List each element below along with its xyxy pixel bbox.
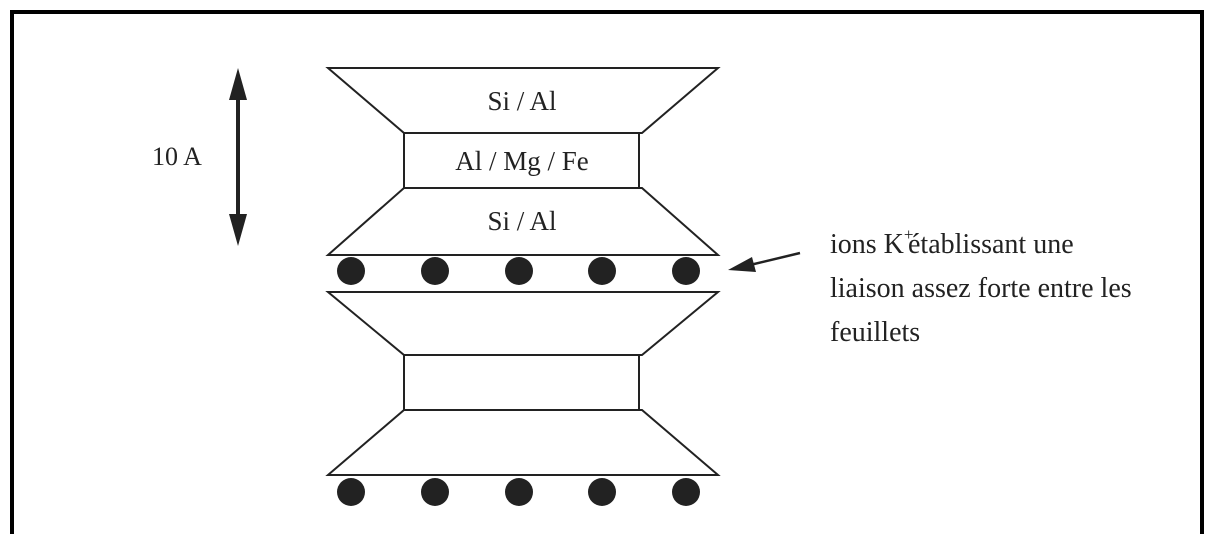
ions-prefix: ions K — [830, 229, 904, 260]
top-tetrahedral-sheet — [325, 67, 721, 134]
ions-annotation-line3: feuillets — [830, 317, 920, 348]
potassium-ion — [337, 478, 365, 506]
potassium-ion — [672, 478, 700, 506]
spacing-double-arrow-icon — [229, 68, 247, 246]
bottom-tetrahedral-sheet — [325, 409, 721, 476]
ions-annotation-line1: ions K+établissant une — [830, 225, 1074, 260]
spacing-label: 10 A — [152, 142, 202, 171]
potassium-ion — [672, 257, 700, 285]
potassium-ion — [588, 478, 616, 506]
top-tetrahedral-label: Si / Al — [487, 86, 556, 116]
figure-frame — [10, 10, 1204, 534]
potassium-ion — [505, 257, 533, 285]
potassium-ion — [505, 478, 533, 506]
potassium-ion — [421, 257, 449, 285]
octahedral-label: Al / Mg / Fe — [455, 146, 589, 176]
octahedral-sheet — [403, 354, 640, 411]
ions-charge: + — [904, 225, 914, 244]
top-tetrahedral-sheet — [325, 291, 721, 356]
potassium-ion — [588, 257, 616, 285]
bottom-tetrahedral-sheet — [325, 187, 721, 256]
potassium-ion-row — [337, 478, 700, 506]
ions-suffix: établissant une — [908, 229, 1074, 260]
ions-annotation-line2: liaison assez forte entre les — [830, 273, 1132, 304]
potassium-ion — [337, 257, 365, 285]
bottom-tetrahedral-label: Si / Al — [487, 206, 556, 236]
potassium-ion-row — [337, 257, 700, 285]
potassium-ion — [421, 478, 449, 506]
annotation-arrow-icon — [728, 251, 801, 272]
